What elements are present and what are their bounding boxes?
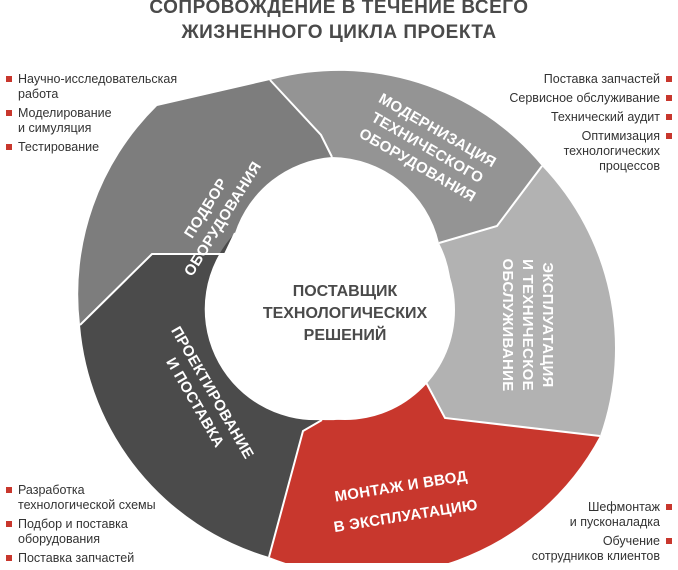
list-research: Научно-исследовательская работа Моделиро… [4,72,204,159]
list-item: Тестирование [4,140,204,155]
title-line-2: ЖИЗНЕННОГО ЦИКЛА ПРОЕКТА [181,22,497,43]
segment-operation-label-2: И ТЕХНИЧЕСКОЕ [519,259,536,391]
list-item: Технический аудит [474,110,674,125]
list-item: Шефмонтаж и пусконаладка [474,500,674,530]
list-item: Подбор и поставка оборудования [4,517,204,547]
center-circle [235,200,455,420]
segment-operation-label-1: ЭКСПЛУАТАЦИЯ [539,262,556,387]
title-line-1: СОПРОВОЖДЕНИЕ В ТЕЧЕНИЕ ВСЕГО [149,0,529,18]
list-item: Сервисное обслуживание [474,91,674,106]
segment-modernization [270,70,542,244]
list-item: Разработка технологической схемы [4,483,204,513]
list-installation: Шефмонтаж и пусконаладка Обучение сотруд… [474,500,674,568]
list-item: Моделирование и симуляция [4,106,204,136]
segment-operation-label-3: ОБСЛУЖИВАНИЕ [499,258,516,391]
list-item: Научно-исследовательская работа [4,72,204,102]
center-label-line-3: РЕШЕНИЙ [304,325,387,344]
list-item: Обучение сотрудников клиентов [474,534,674,564]
center-label-line-1: ПОСТАВЩИК [293,283,398,300]
list-item: Поставка запчастей [4,551,204,566]
segment-operation [420,166,616,436]
list-service: Поставка запчастей Сервисное обслуживани… [474,72,674,178]
list-item: Оптимизация технологических процессов [474,129,674,174]
segment-design [80,233,322,557]
list-design: Разработка технологической схемы Подбор … [4,483,204,570]
center-label-line-2: ТЕХНОЛОГИЧЕСКИХ [263,305,428,322]
list-item: Поставка запчастей [474,72,674,87]
